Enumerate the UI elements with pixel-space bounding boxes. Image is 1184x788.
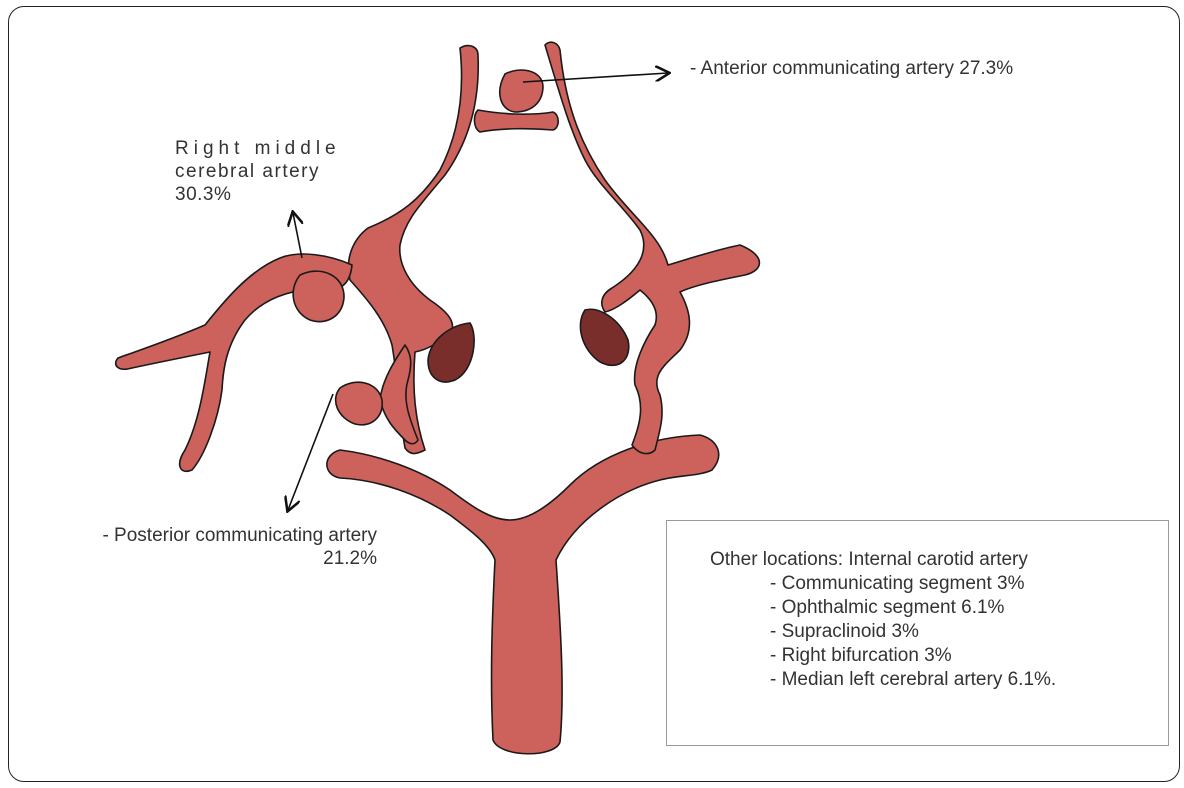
other-location-item: - Supraclinoid 3%	[770, 620, 1056, 644]
other-locations-list: - Communicating segment 3% - Ophthalmic …	[770, 572, 1056, 692]
label-right-middle-line1: Right middle	[175, 137, 341, 160]
label-anterior-communicating-artery: - Anterior communicating artery 27.3%	[690, 57, 1013, 80]
cut-vessel-ends	[428, 309, 629, 382]
anterior-communicating-bridge	[474, 110, 558, 132]
other-location-item: - Median left cerebral artery 6.1%.	[770, 668, 1056, 692]
arrow-right-middle-cerebral	[293, 213, 302, 258]
label-posterior-communicating-percent: 21.2%	[0, 547, 377, 570]
label-right-middle-line2: cerebral artery	[175, 160, 341, 183]
arrow-posterior-communicating	[288, 394, 333, 510]
label-right-middle-percent: 30.3%	[175, 183, 341, 206]
label-posterior-communicating-line1: - Posterior communicating artery	[0, 524, 377, 547]
aneurysm-anterior-communicating	[500, 70, 543, 112]
other-locations-box: Other locations: Internal carotid artery…	[666, 520, 1169, 746]
other-location-item: - Ophthalmic segment 6.1%	[770, 596, 1056, 620]
aneurysm-right-middle-cerebral	[293, 271, 344, 321]
basilar-artery	[327, 435, 719, 754]
left-carotid-trunk	[545, 42, 759, 453]
other-location-item: - Communicating segment 3%	[770, 572, 1056, 596]
left-cut-end	[580, 309, 628, 365]
label-posterior-communicating-artery: - Posterior communicating artery 21.2%	[0, 524, 377, 570]
label-right-middle-cerebral-artery: Right middle cerebral artery 30.3%	[175, 137, 341, 206]
other-location-item: - Right bifurcation 3%	[770, 644, 1056, 668]
arrow-anterior-communicating	[523, 73, 668, 82]
other-locations-title: Other locations: Internal carotid artery	[710, 548, 1028, 571]
aneurysm-posterior-communicating	[336, 382, 383, 425]
